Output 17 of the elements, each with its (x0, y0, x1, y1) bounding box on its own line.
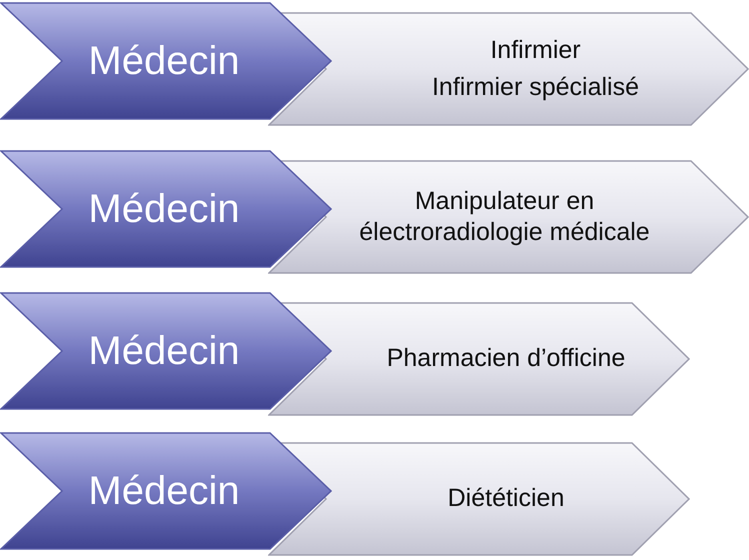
role-text: Infirmier (490, 34, 581, 66)
chevron-block (0, 292, 332, 410)
role-label: Médecin (88, 186, 240, 232)
role-text: Diététicien (448, 483, 564, 514)
role-label: Médecin (88, 328, 240, 374)
role-text: Infirmier spécialisé (432, 72, 639, 103)
role-text: Manipulateur en électroradiologie médicale (358, 186, 651, 248)
chevron-block (0, 432, 332, 550)
role-label: Médecin (88, 468, 240, 514)
chevron-block (268, 12, 749, 126)
chevron-block (0, 2, 332, 120)
chevron-block (0, 150, 332, 268)
chevron-block (268, 442, 690, 556)
chevron-block (268, 160, 749, 274)
role-text: Pharmacien d’officine (386, 343, 626, 374)
role-label: Médecin (88, 38, 240, 84)
chevron-block (268, 302, 690, 416)
